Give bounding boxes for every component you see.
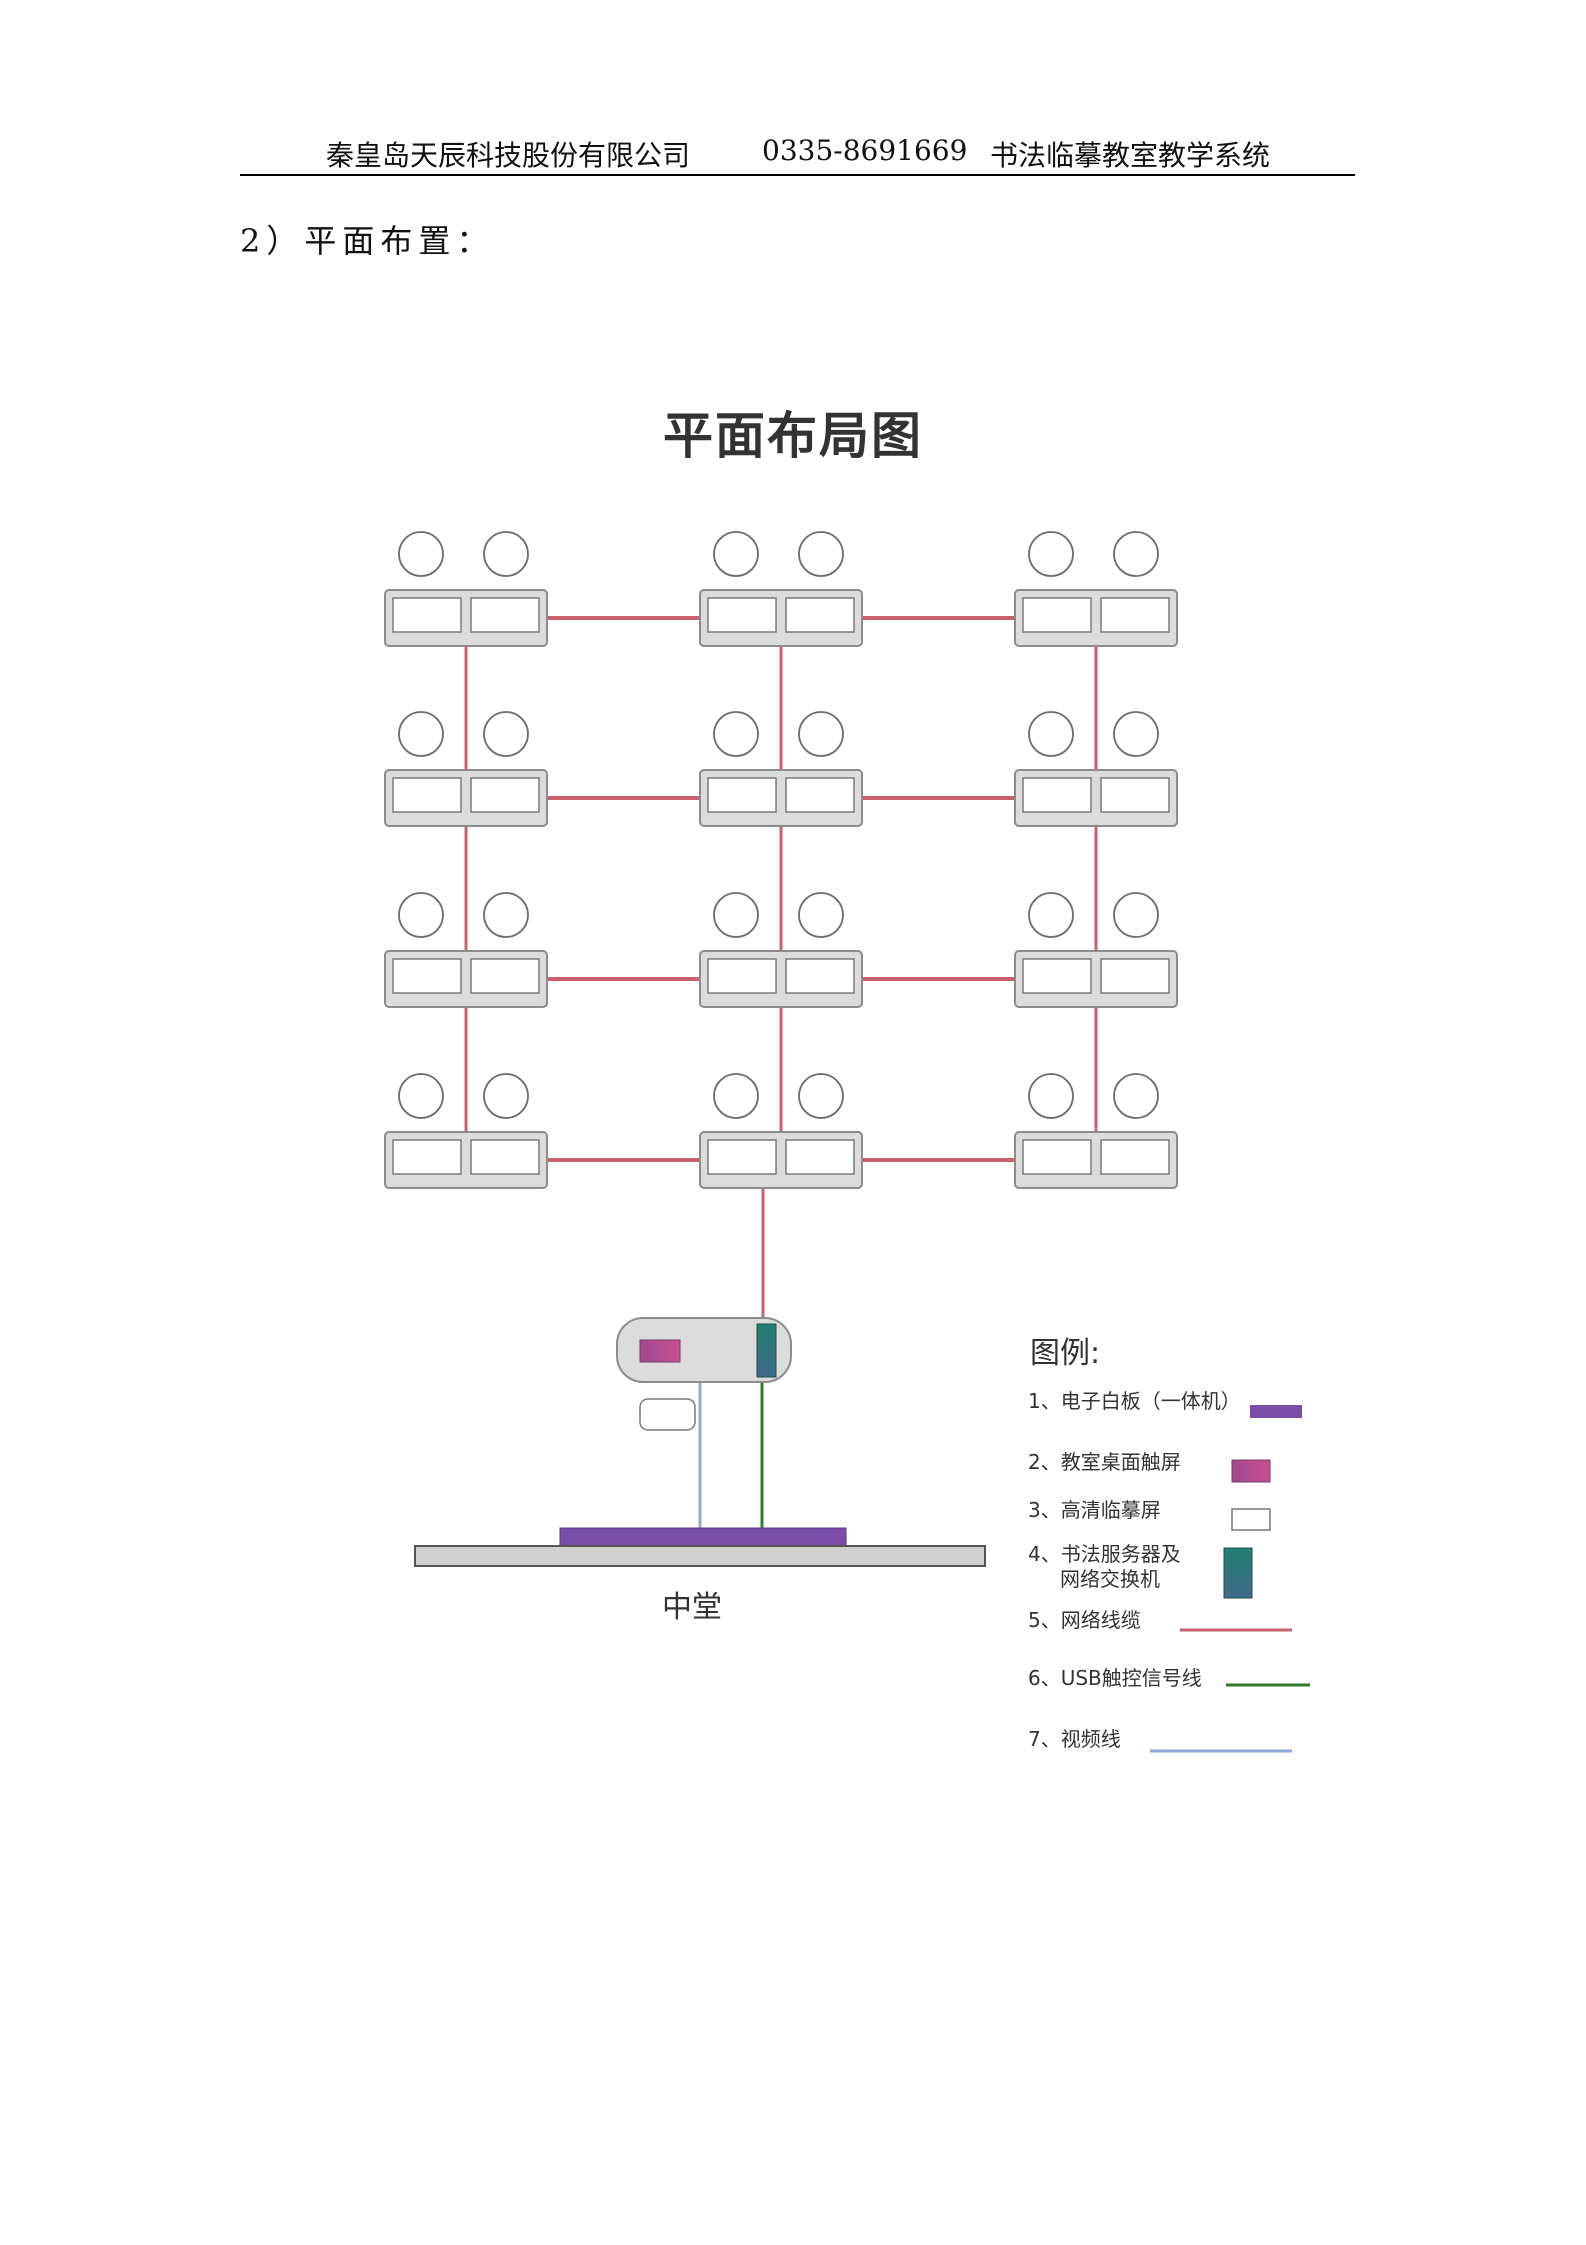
legend-label-server-line2: 网络交换机 [1060, 1567, 1160, 1591]
student-desk [699, 531, 863, 647]
copy-screen [785, 958, 855, 994]
copy-screen [785, 597, 855, 633]
stage-platform [414, 1545, 986, 1567]
student-desk [1014, 892, 1178, 1008]
copy-screen [707, 777, 777, 813]
legend-label-video-cable: 7、视频线 [1028, 1727, 1121, 1751]
legend-label-copy-screen: 3、高清临摹屏 [1028, 1498, 1161, 1522]
seat-circle [1113, 711, 1159, 757]
copy-screen [470, 958, 540, 994]
copy-screen [1100, 777, 1170, 813]
seat-circle [798, 892, 844, 938]
legend-icon-desk-touchscreen [1231, 1459, 1271, 1483]
legend-label-whiteboard: 1、电子白板（一体机） [1028, 1389, 1241, 1413]
seat-circle [483, 1073, 529, 1119]
legend-label-server: 4、书法服务器及 [1028, 1542, 1181, 1566]
legend-label-desk-touchscreen: 2、教室桌面触屏 [1028, 1450, 1181, 1474]
copy-screen [1022, 597, 1092, 633]
copy-screen [1100, 958, 1170, 994]
copy-screen [707, 1139, 777, 1175]
stage-label: 中堂 [662, 1590, 722, 1625]
student-desk [384, 531, 548, 647]
legend-label-usb-cable: 6、USB触控信号线 [1028, 1666, 1202, 1690]
copy-screen [470, 597, 540, 633]
server-switch [756, 1323, 777, 1378]
copy-screen [470, 1139, 540, 1175]
seat-circle [1113, 892, 1159, 938]
seat-circle [1028, 711, 1074, 757]
seat-circle [798, 1073, 844, 1119]
seat-circle [798, 711, 844, 757]
seat-circle [1028, 1073, 1074, 1119]
copy-screen [392, 958, 462, 994]
student-desk [699, 711, 863, 827]
legend-title: 图例: [1030, 1336, 1101, 1371]
copy-screen [707, 597, 777, 633]
student-desk [384, 1073, 548, 1189]
student-desk [1014, 1073, 1178, 1189]
student-desk [1014, 531, 1178, 647]
student-desk [699, 892, 863, 1008]
teacher-copy-screen [639, 1398, 696, 1431]
copy-screen [707, 958, 777, 994]
section-heading: 2）平面布置： [240, 222, 495, 260]
seat-circle [713, 1073, 759, 1119]
seat-circle [483, 711, 529, 757]
copy-screen [785, 1139, 855, 1175]
student-desk [1014, 711, 1178, 827]
header-phone: 0335-8691669 [762, 134, 968, 167]
seat-circle [713, 531, 759, 577]
copy-screen [1100, 597, 1170, 633]
teacher-console [616, 1317, 792, 1383]
seat-circle [398, 711, 444, 757]
seat-circle [398, 1073, 444, 1119]
header-company: 秦皇岛天辰科技股份有限公司 [326, 139, 691, 172]
seat-circle [398, 892, 444, 938]
seat-circle [1028, 892, 1074, 938]
copy-screen [785, 777, 855, 813]
seat-circle [398, 531, 444, 577]
legend-label-network-cable: 5、网络线缆 [1028, 1608, 1141, 1632]
seat-circle [713, 892, 759, 938]
legend-icon-whiteboard [1250, 1405, 1302, 1418]
copy-screen [1022, 958, 1092, 994]
header-product: 书法临摹教室教学系统 [990, 139, 1271, 172]
student-desk [699, 1073, 863, 1189]
desk-touchscreen [639, 1339, 681, 1363]
student-desk [384, 711, 548, 827]
copy-screen [1100, 1139, 1170, 1175]
student-desk [384, 892, 548, 1008]
copy-screen [1022, 777, 1092, 813]
copy-screen [1022, 1139, 1092, 1175]
legend-icon-copy-screen [1231, 1508, 1271, 1531]
seat-circle [1113, 531, 1159, 577]
seat-circle [798, 531, 844, 577]
seat-circle [1113, 1073, 1159, 1119]
seat-circle [483, 892, 529, 938]
copy-screen [392, 597, 462, 633]
figure-title: 平面布局图 [663, 407, 923, 465]
electronic-whiteboard [559, 1527, 847, 1547]
seat-circle [1028, 531, 1074, 577]
page-header: 秦皇岛天辰科技股份有限公司 0335-8691669 书法临摹教室教学系统 [240, 128, 1355, 176]
copy-screen [392, 777, 462, 813]
copy-screen [470, 777, 540, 813]
seat-circle [713, 711, 759, 757]
copy-screen [392, 1139, 462, 1175]
legend-icon-server [1223, 1547, 1253, 1599]
seat-circle [483, 531, 529, 577]
